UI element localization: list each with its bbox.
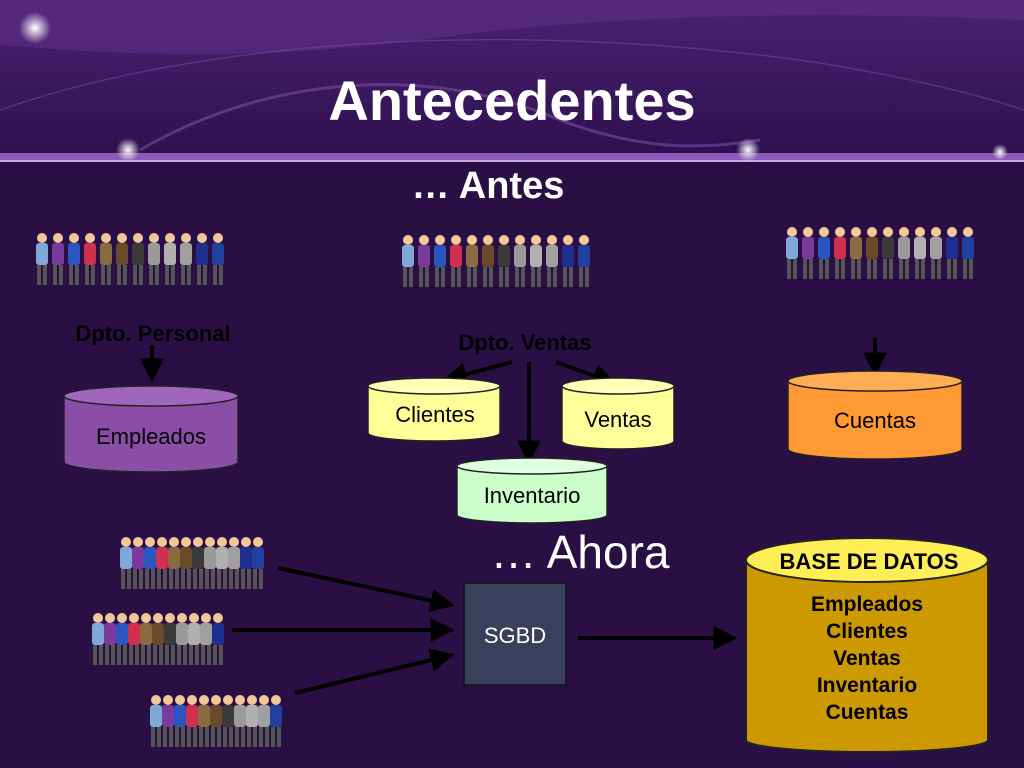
db-content-item: Ventas <box>833 647 901 670</box>
db-clientes: Clientes <box>367 377 501 442</box>
db-content-item: Empleados <box>811 593 923 616</box>
db-base-de-datos: BASE DE DATOS Empleados Clientes Ventas … <box>745 537 989 753</box>
slide-title: Antecedentes <box>328 69 695 132</box>
db-ventas-label: Ventas <box>584 407 651 432</box>
db-inventario: Inventario <box>456 457 608 524</box>
db-ventas: Ventas <box>561 377 675 450</box>
db-content-item: Inventario <box>817 674 917 697</box>
db-cuentas-label: Cuentas <box>834 408 916 433</box>
db-content-item: Clientes <box>826 620 908 643</box>
before-heading: … Antes <box>412 165 565 207</box>
after-arrows <box>232 566 738 695</box>
db-inventario-label: Inventario <box>484 483 581 508</box>
dept-ventas-label: Dpto. Ventas <box>458 330 591 355</box>
after-heading: … Ahora <box>491 526 670 578</box>
dept-personal-label: Dpto. Personal <box>75 321 230 346</box>
sgbd-box: SGBD <box>463 582 567 686</box>
db-base-de-datos-title: BASE DE DATOS <box>780 549 959 574</box>
db-clientes-label: Clientes <box>395 402 474 427</box>
sgbd-label: SGBD <box>484 623 546 648</box>
db-empleados-label: Empleados <box>96 424 206 449</box>
db-cuentas: Cuentas <box>787 370 963 460</box>
db-content-item: Cuentas <box>826 701 909 724</box>
db-empleados: Empleados <box>63 385 239 473</box>
header-band <box>0 0 1024 162</box>
